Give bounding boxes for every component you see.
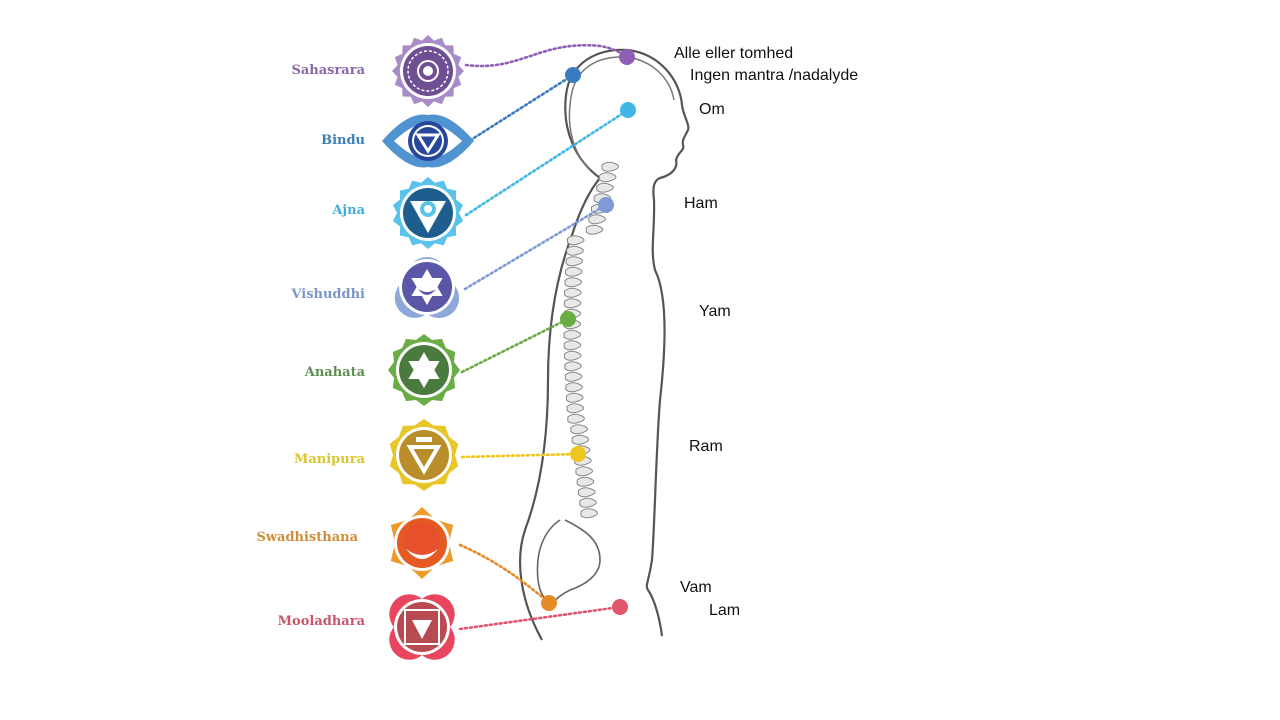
- vertebra: [566, 245, 584, 256]
- connector-anahata: [460, 317, 570, 374]
- vertebra: [565, 266, 583, 277]
- connector-sahasrara: [464, 43, 629, 68]
- vertebra: [566, 235, 585, 246]
- dot-vishuddhi: [598, 197, 614, 213]
- vertebra: [588, 214, 606, 225]
- mantra-vishuddhi: Ham: [684, 195, 718, 212]
- vertebra: [564, 277, 583, 288]
- lotus-thousand-petal-icon: [392, 35, 464, 107]
- head-inner-outline: [568, 56, 675, 171]
- dot-manipura: [570, 446, 586, 462]
- vertebra: [577, 487, 596, 498]
- dot-sahasrara: [619, 49, 635, 65]
- pelvis-outline: [536, 519, 601, 605]
- chakra-label-mooladhara: Mooladhara: [277, 614, 365, 629]
- connector-ajna: [464, 108, 630, 217]
- chakra-label-sahasrara: Sahasrara: [291, 63, 365, 78]
- chakra-label-swadhisthana: Swadhisthana: [256, 530, 358, 545]
- chakra-dots: [541, 49, 636, 615]
- connector-manipura: [460, 452, 580, 459]
- dot-ajna: [620, 102, 636, 118]
- chakra-label-bindu: Bindu: [321, 133, 365, 148]
- dot-mooladhara: [612, 599, 628, 615]
- mantra-manipura: Ram: [689, 438, 723, 455]
- vertebra: [567, 413, 585, 424]
- dot-anahata: [560, 311, 576, 327]
- vertebra: [596, 182, 614, 193]
- connector-vishuddhi: [463, 203, 608, 291]
- six-point-star-icon: [388, 334, 460, 406]
- chakra-label-anahata: Anahata: [304, 365, 365, 380]
- connector-mooladhara: [458, 605, 622, 631]
- fire-triangle-icon: [389, 419, 459, 491]
- vertebra: [601, 161, 620, 172]
- mantra-bindu: Ingen mantra /nadalyde: [690, 67, 859, 84]
- vertebra: [575, 466, 593, 477]
- chakra-label-ajna: Ajna: [332, 203, 365, 218]
- vertebra: [563, 329, 582, 340]
- square-triangle-icon: [389, 594, 455, 660]
- vertebra: [570, 424, 588, 435]
- chakra-icons: [382, 35, 474, 660]
- mantra-ajna: Om: [699, 101, 725, 118]
- connector-bindu: [464, 73, 575, 145]
- vertebra: [565, 392, 584, 403]
- vertebra: [566, 403, 585, 414]
- vertebra: [576, 476, 595, 487]
- dot-bindu: [565, 67, 581, 83]
- vertebra: [580, 508, 599, 519]
- eye-triangle-icon: [382, 114, 474, 168]
- vertebra: [563, 340, 582, 351]
- vertebra: [565, 256, 584, 267]
- triangle-circle-icon: [392, 177, 464, 249]
- connector-lines: [458, 43, 630, 631]
- vertebra: [564, 371, 583, 382]
- star-crescent-icon: [394, 257, 460, 319]
- mantra-sahasrara: Alle eller tomhed: [674, 45, 794, 62]
- mantra-swadhisthana: Vam: [680, 579, 712, 596]
- dot-swadhisthana: [541, 595, 557, 611]
- vertebra: [565, 382, 583, 393]
- vertebra: [585, 224, 604, 235]
- back-outline: [519, 177, 601, 641]
- vertebra: [563, 298, 582, 309]
- vertebra: [564, 287, 582, 298]
- vertebra: [571, 434, 590, 445]
- spine: [563, 161, 620, 519]
- mantra-mooladhara: Lam: [709, 602, 741, 619]
- chakra-label-manipura: Manipura: [293, 452, 365, 467]
- vertebra: [579, 497, 597, 508]
- vertebra: [563, 350, 582, 361]
- connector-swadhisthana: [458, 543, 551, 605]
- vertebra: [598, 172, 617, 183]
- chakra-label-vishuddhi: Vishuddhi: [291, 287, 365, 302]
- crescent-moon-icon: [390, 507, 454, 579]
- vertebra: [564, 361, 582, 372]
- mantra-anahata: Yam: [699, 303, 731, 320]
